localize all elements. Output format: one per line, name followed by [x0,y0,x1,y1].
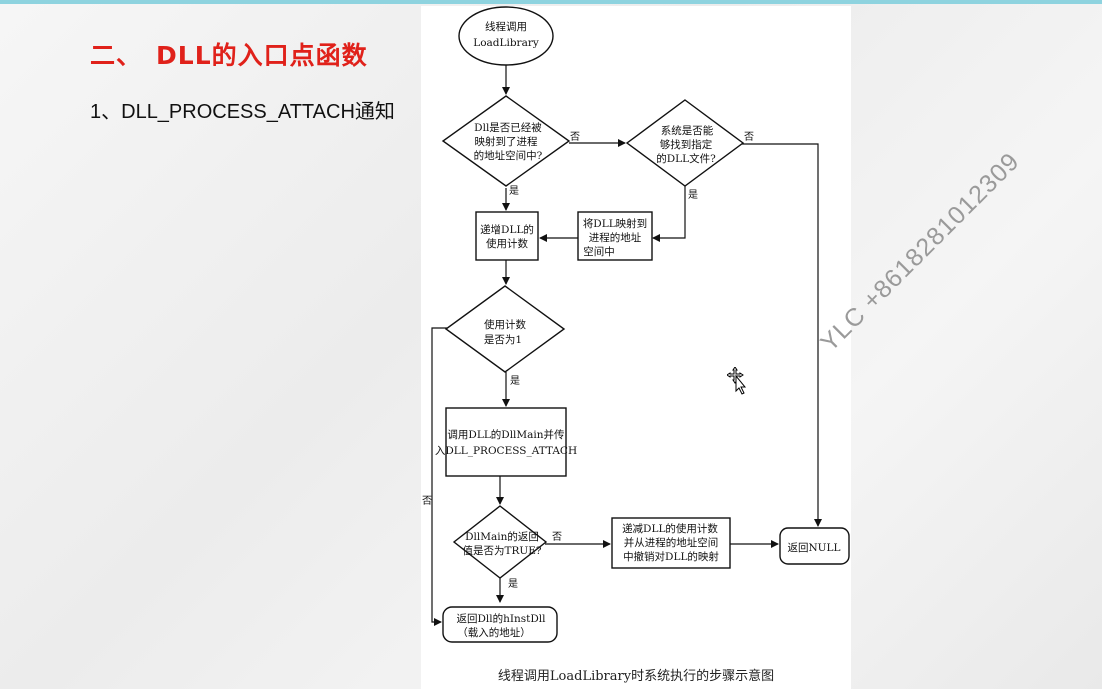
map-line-3: 空间中 [583,245,615,258]
slide-heading: 二、 DLL的入口点函数 [90,36,368,72]
node-inc-shape [475,211,539,261]
find-line-1: 系统是否能 [661,124,714,137]
node-find-shape [625,99,745,187]
node-call-main: 调用DLL的DllMain并传 入DLL_PROCESS_ATTACH [435,428,577,457]
label-count-no: 否 [422,495,432,507]
mapped-line-3: 的地址空间中? [474,149,543,162]
check-line-2: 值是否为TRUE? [462,544,541,557]
node-dec-count: 递减DLL的使用计数 并从进程的地址空间 中撤销对DLL的映射 [622,522,719,563]
node-dec-shape [611,517,731,569]
edge-count-no [431,327,447,626]
node-main-check: DllMain的返回 值是否为TRUE? [462,530,541,557]
node-count-shape [444,285,566,373]
mapped-line-1: Dll是否已经被 [474,121,542,134]
inc-line-2: 使用计数 [486,237,528,250]
node-start: 线程调用 LoadLibrary [473,20,539,49]
label-find-yes: 是 [688,189,698,201]
node-null-shape [779,527,850,565]
check-line-1: DllMain的返回 [465,530,539,543]
label-mapped-yes: 是 [509,185,519,197]
flow-edges [431,65,822,626]
label-count-yes: 是 [510,375,520,387]
heading-number: 二、 [90,41,143,70]
map-line-1: 将DLL映射到 [583,217,647,230]
node-return-inst: 返回Dll的hInstDll （载入的地址） [456,612,546,639]
window-top-bar [0,0,1102,4]
diagram-caption: 线程调用LoadLibrary时系统执行的步骤示意图 [497,669,775,684]
node-mapped-check: Dll是否已经被 映射到了进程 的地址空间中? [474,121,543,162]
move-cursor-icon [727,367,747,395]
find-line-2: 够找到指定 [660,138,713,151]
mapped-line-2: 映射到了进程 [475,135,538,148]
label-check-yes: 是 [508,578,518,590]
count-line-2: 是否为1 [484,334,522,346]
find-line-3: 的DLL文件? [656,152,716,165]
inc-line-1: 递增DLL的 [480,223,534,236]
flow-shapes [441,6,850,643]
slide-subheading: 1、DLL_PROCESS_ATTACH通知 [90,101,395,123]
label-check-no: 否 [552,531,562,543]
node-map-dll: 将DLL映射到 进程的地址 空间中 [583,217,647,258]
node-inst-shape [442,606,558,643]
call-line-1: 调用DLL的DllMain并传 [447,428,564,441]
count-line-1: 使用计数 [484,318,526,331]
dec-line-3: 中撤销对DLL的映射 [623,550,719,563]
edge-labels: 否 是 否 是 是 否 否 是 [422,131,754,590]
node-map-shape [577,211,653,261]
label-mapped-no: 否 [570,131,580,143]
node-check-shape [452,505,548,579]
node-call-shape [445,407,567,477]
node-find-check: 系统是否能 够找到指定 的DLL文件? [656,124,716,165]
dec-line-2: 并从进程的地址空间 [624,536,719,549]
node-return-null: 返回NULL [788,542,841,554]
label-find-no: 否 [744,131,754,143]
edge-find-no [742,143,822,527]
start-line-2: LoadLibrary [473,37,539,49]
edge-find-yes [652,186,686,242]
heading-text: DLL的入口点函数 [156,41,368,70]
node-inc-count: 递增DLL的 使用计数 [480,223,534,250]
call-line-2: 入DLL_PROCESS_ATTACH [435,445,577,457]
null-line-1: 返回NULL [788,542,841,554]
node-start-shape [458,6,554,66]
map-line-2: 进程的地址 [589,231,642,244]
inst-line-1: 返回Dll的hInstDll [456,612,546,625]
dec-line-1: 递减DLL的使用计数 [622,522,718,535]
node-mapped-shape [441,95,571,187]
inst-line-2: （载入的地址） [457,626,531,639]
start-line-1: 线程调用 [485,20,527,33]
node-count-check: 使用计数 是否为1 [484,318,527,346]
